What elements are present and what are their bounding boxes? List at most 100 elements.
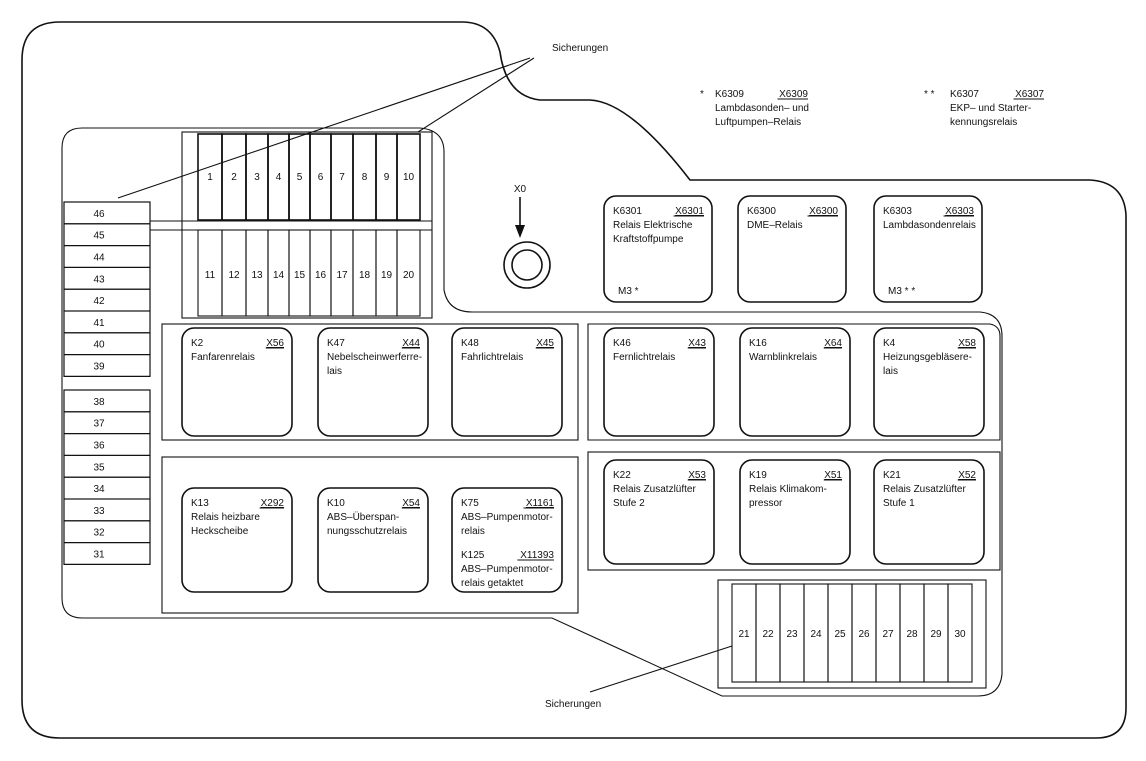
carrier-outline [61,127,1003,697]
relay-connector: X64 [824,338,842,349]
relay-connector: X1161 [526,498,555,509]
fuse-number-36: 36 [93,441,105,452]
fuse-number-29: 29 [930,629,942,640]
relay-description: Relais heizbare [191,512,260,523]
fuse-number-33: 33 [93,506,105,517]
fuse-number-23: 23 [786,629,798,640]
fuse-number-37: 37 [93,419,105,430]
fuse-slot-43 [63,266,151,290]
callout-leader [589,645,733,693]
x0-socket-outer [503,241,551,289]
x0-label: X0 [514,184,527,195]
relay-box [739,327,851,437]
relay-box [451,487,563,593]
legend-text: Lambdasonden– und [715,103,809,114]
fuse-slot-46 [63,201,151,225]
fuse-number-16: 16 [315,270,327,281]
fuse-number-27: 27 [882,629,894,640]
relay-description: relais getaktet [461,578,523,589]
relay-group-frame [161,323,579,441]
fuse-number-14: 14 [273,270,285,281]
relay-description: Fanfarenrelais [191,352,255,363]
relay-connector: X11393 [520,550,554,561]
fuse-number-2: 2 [231,172,237,183]
fuse-slot-30 [947,583,973,683]
x0-socket-inner [511,249,543,281]
fuse-number-42: 42 [93,296,105,307]
relay-description: Lambdasondenrelais [883,220,976,231]
fuse-callout-label: Sicherungen [545,699,601,710]
fuse-number-10: 10 [403,172,415,183]
relay-description: ABS–Überspan- [327,511,399,523]
relay-description: Nebelscheinwerferre- [327,352,422,363]
relay-box [739,459,851,565]
relay-connector: X51 [824,470,842,481]
fuse-number-25: 25 [834,629,846,640]
relay-connector: X53 [688,470,706,481]
relay-description: Warnblinkrelais [749,352,817,363]
fuse-number-39: 39 [93,362,105,373]
legend-connector: X6309 [779,89,808,100]
fuse-number-8: 8 [362,172,368,183]
fuse-number-13: 13 [251,270,263,281]
relay-code: K13 [191,498,209,509]
relay-code: K21 [883,470,901,481]
relay-connector: X292 [261,498,285,509]
fuse-number-43: 43 [93,274,105,285]
relay-description: pressor [749,498,783,509]
relay-description: Fernlichtrelais [613,352,675,363]
x0-arrow-head [515,225,525,238]
relay-description: DME–Relais [747,220,803,231]
relay-group-frame [587,451,1001,571]
upper-fuse-frame [181,131,433,319]
fuse-slot-33 [63,498,151,522]
relay-description: Heckscheibe [191,526,249,537]
relay-description: Relais Zusatzlüfter [883,484,966,495]
lower-fuse-frame [717,579,987,689]
legend-text: kennungsrelais [950,117,1017,128]
legend-connector: X6307 [1015,89,1044,100]
fuse-slot-42 [63,288,151,312]
relay-description: lais [327,366,342,377]
relay-description: Relais Elektrische [613,220,693,231]
legend-code: K6309 [715,89,744,100]
fuse-number-6: 6 [318,172,324,183]
fuse-number-45: 45 [93,231,105,242]
relay-code: K75 [461,498,479,509]
fuse-number-9: 9 [384,172,390,183]
fuse-number-26: 26 [858,629,870,640]
relay-footer: M3 * [618,286,639,297]
fuse-slot-45 [63,223,151,247]
relay-code: K125 [461,550,485,561]
fuse-number-44: 44 [93,253,105,264]
fuse-number-32: 32 [93,528,105,539]
fuse-number-7: 7 [339,172,345,183]
relay-code: K10 [327,498,345,509]
legend-mark: * [700,89,704,100]
relay-connector: X52 [958,470,976,481]
fuse-number-28: 28 [906,629,918,640]
relay-code: K47 [327,338,345,349]
relay-description: ABS–Pumpenmotor- [461,512,553,523]
fuse-slot-41 [63,310,151,334]
fuse-slot-34 [63,476,151,500]
relay-box [181,327,293,437]
fuse-number-11: 11 [205,270,216,281]
relay-description: Kraftstoffpumpe [613,234,684,245]
fuse-number-4: 4 [276,172,282,183]
relay-box [451,327,563,437]
relay-box [603,459,715,565]
fuse-number-22: 22 [762,629,774,640]
relay-connector: X43 [688,338,706,349]
fuse-number-15: 15 [294,270,306,281]
fuse-number-41: 41 [93,318,105,329]
relay-description: Fahrlichtrelais [461,352,523,363]
fuse-number-24: 24 [810,629,822,640]
